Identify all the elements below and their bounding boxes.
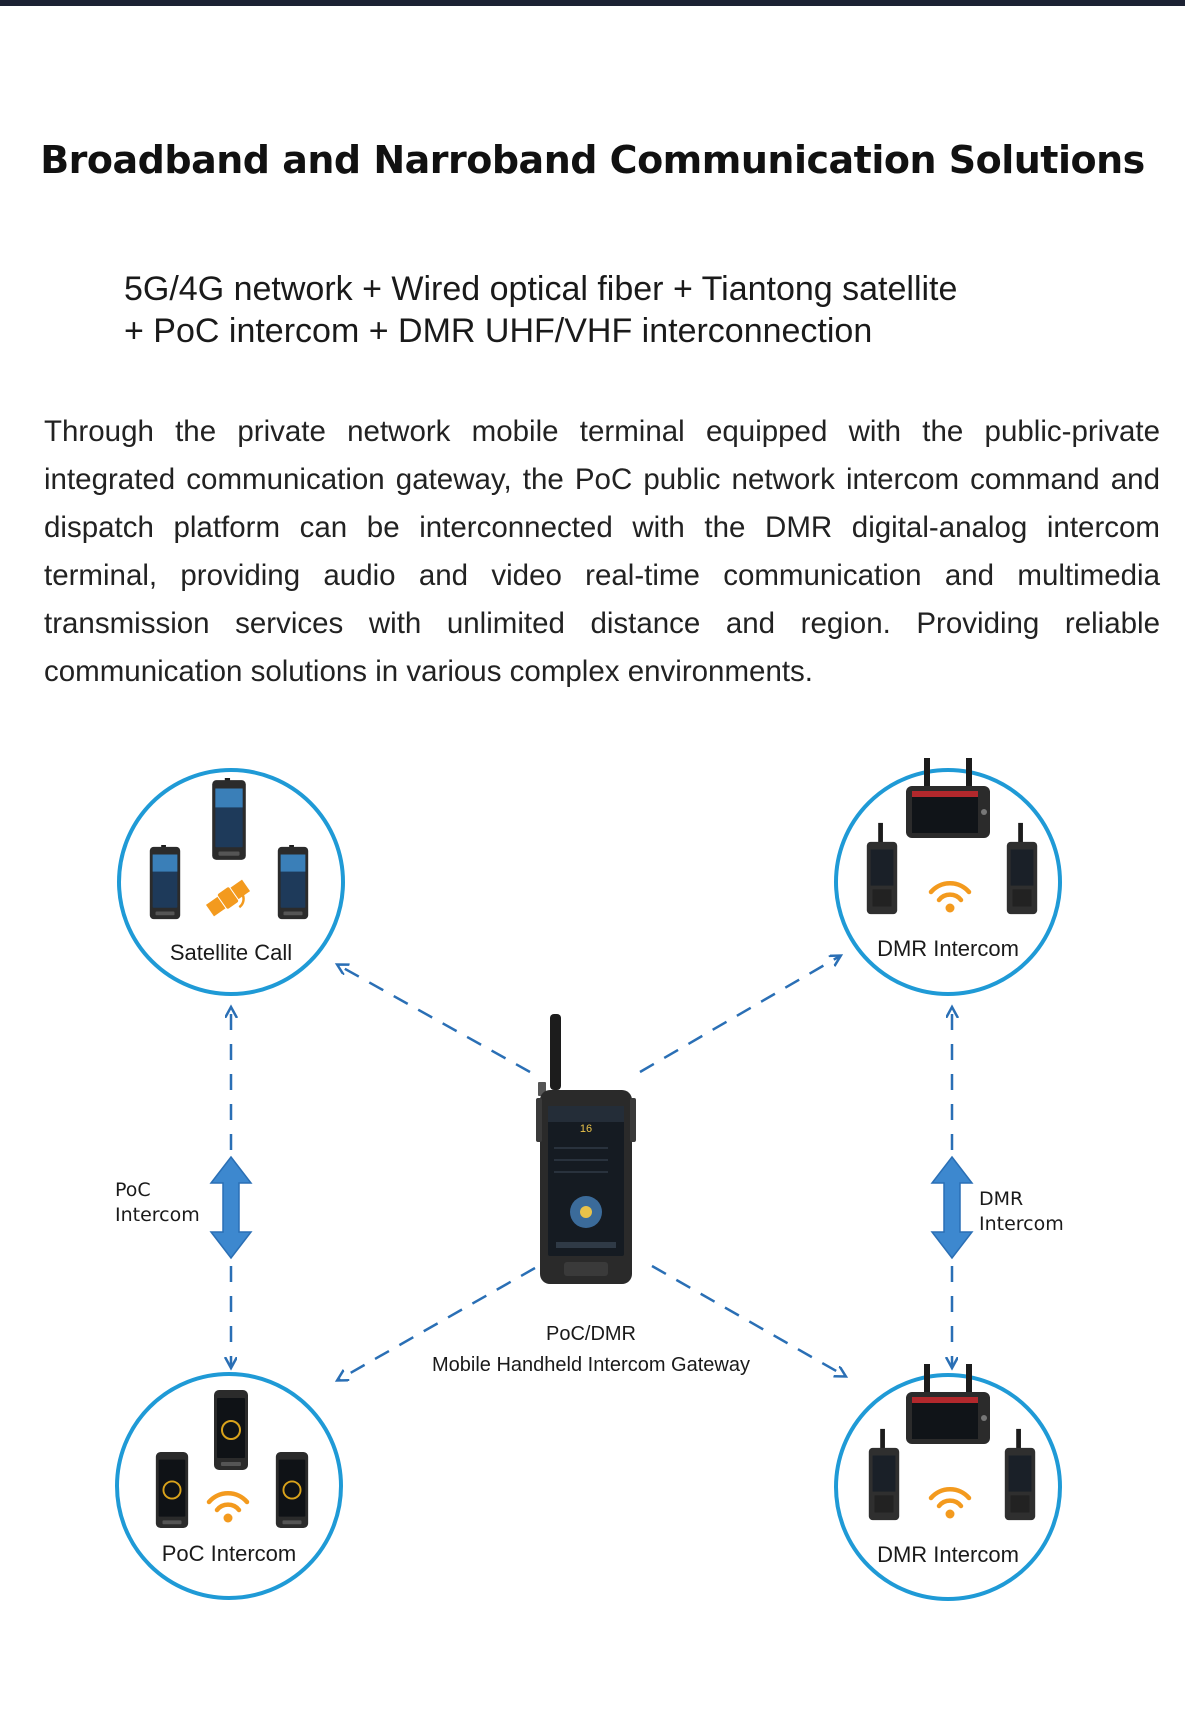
description-paragraph: Through the private network mobile termi… — [44, 415, 1160, 688]
poc-phone-left-icon — [154, 1451, 190, 1529]
node-label-dmr-intercom-bottom: DMR Intercom — [877, 1542, 1019, 1567]
node-poc-intercom: PoC Intercom — [115, 1372, 343, 1600]
link-to-dmr-bottom — [651, 1264, 845, 1376]
node-label-satellite-call: Satellite Call — [170, 940, 292, 965]
right-vertical-link: DMR Intercom — [930, 1008, 1064, 1367]
link-to-poc — [338, 1266, 536, 1380]
gateway-label-line2: Mobile Handheld Intercom Gateway — [432, 1354, 750, 1376]
node-circle-poc — [115, 1372, 343, 1600]
bidirectional-arrow-icon — [209, 1155, 253, 1260]
node-satellite-call: Satellite Call — [117, 768, 345, 996]
node-dmr-intercom-top: DMR Intercom — [834, 758, 1062, 996]
node-circle-satellite — [117, 768, 345, 996]
diagonal-links — [338, 956, 845, 1380]
left-vertical-link: PoC Intercom — [115, 1008, 253, 1367]
subtitle: 5G/4G network + Wired optical fiber + Ti… — [124, 268, 1124, 352]
gateway-device-icon: 16 — [536, 1014, 636, 1284]
left-link-label-line2: Intercom — [115, 1204, 200, 1226]
node-circle-dmr-bottom — [834, 1373, 1062, 1601]
gateway-channel-text: 16 — [580, 1123, 592, 1135]
right-link-label-line1: DMR — [979, 1188, 1023, 1210]
poc-phone-right-icon — [274, 1451, 310, 1529]
node-dmr-intercom-bottom: DMR Intercom — [834, 1364, 1062, 1601]
link-to-dmr-top — [639, 956, 840, 1074]
poc-phone-top-icon — [213, 1389, 249, 1471]
satellite-phone-left-icon — [149, 845, 181, 920]
top-bar — [0, 0, 1185, 6]
node-label-poc-intercom: PoC Intercom — [162, 1541, 297, 1566]
satellite-phone-icon — [212, 778, 246, 860]
bidirectional-arrow-icon — [930, 1155, 974, 1260]
satellite-phone-right-icon — [277, 845, 309, 920]
left-link-label-line1: PoC — [115, 1179, 151, 1201]
node-label-dmr-intercom-top: DMR Intercom — [877, 936, 1019, 961]
subtitle-line-2: + PoC intercom + DMR UHF/VHF interconnec… — [124, 312, 873, 350]
satellite-icon — [205, 879, 251, 917]
page-title: Broadband and Narroband Communication So… — [40, 138, 1145, 182]
gateway-label-line1: PoC/DMR — [546, 1323, 636, 1345]
subtitle-line-1: 5G/4G network + Wired optical fiber + Ti… — [124, 270, 958, 308]
link-to-satellite — [338, 965, 531, 1074]
right-link-label-line2: Intercom — [979, 1213, 1064, 1235]
